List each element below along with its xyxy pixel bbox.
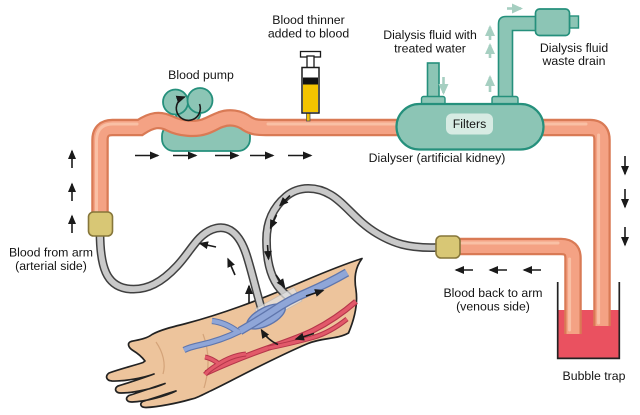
access-tubing [95, 184, 438, 316]
artery-main [205, 300, 358, 375]
bubble-trap-container [556, 282, 621, 360]
vein-branches [183, 318, 241, 352]
blood-flow-arrows [68, 149, 629, 346]
dialysis-fluid-flow-arrows [438, 3, 523, 95]
blood-from-arm-label-line1: Blood from arm [9, 246, 93, 260]
waste-drain-pipe [497, 15, 539, 98]
diagram-labels: Blood pump Blood thinner added to blood … [9, 13, 626, 383]
pump-rotation-arrow [175, 95, 202, 122]
dialyser-assembly [395, 3, 580, 151]
blood-back-label-line1: Blood back to arm [443, 286, 542, 300]
dialyser-label: Dialyser (artificial kidney) [369, 151, 506, 165]
blood-thinner-label-line1: Blood thinner [272, 13, 344, 27]
dialysis-fluid-label-line1: Dialysis fluid with [383, 28, 477, 42]
artery-branches [203, 317, 348, 376]
filters-label: Filters [453, 117, 486, 131]
palm-crease [155, 341, 165, 375]
dialysis-fluid-inlet-pipe [426, 62, 440, 102]
blood-back-label-line2: (venous side) [456, 300, 530, 314]
blood-thinner-label-line2: added to blood [268, 27, 350, 41]
filters-badge [446, 113, 493, 135]
vein-main [238, 269, 349, 334]
bubble-trap-label: Bubble trap [563, 369, 626, 383]
tube-connectors [87, 211, 461, 259]
blood-pump-label: Blood pump [168, 68, 234, 82]
waste-drain-label-line1: Dialysis fluid [540, 41, 608, 55]
syringe-plunger-seal [303, 77, 318, 85]
waste-drain-box [534, 8, 571, 37]
venous-connector [435, 235, 461, 259]
blood-thinner-syringe [299, 50, 322, 122]
blood-from-arm-label-line2: (arterial side) [15, 259, 87, 273]
dialysis-fluid-label-line2: treated water [394, 42, 466, 56]
blood-pump-rollers [162, 87, 214, 122]
arm-vessels [182, 268, 358, 377]
waste-drain-label-line2: waste drain [542, 54, 606, 68]
arterial-connector [87, 211, 114, 237]
